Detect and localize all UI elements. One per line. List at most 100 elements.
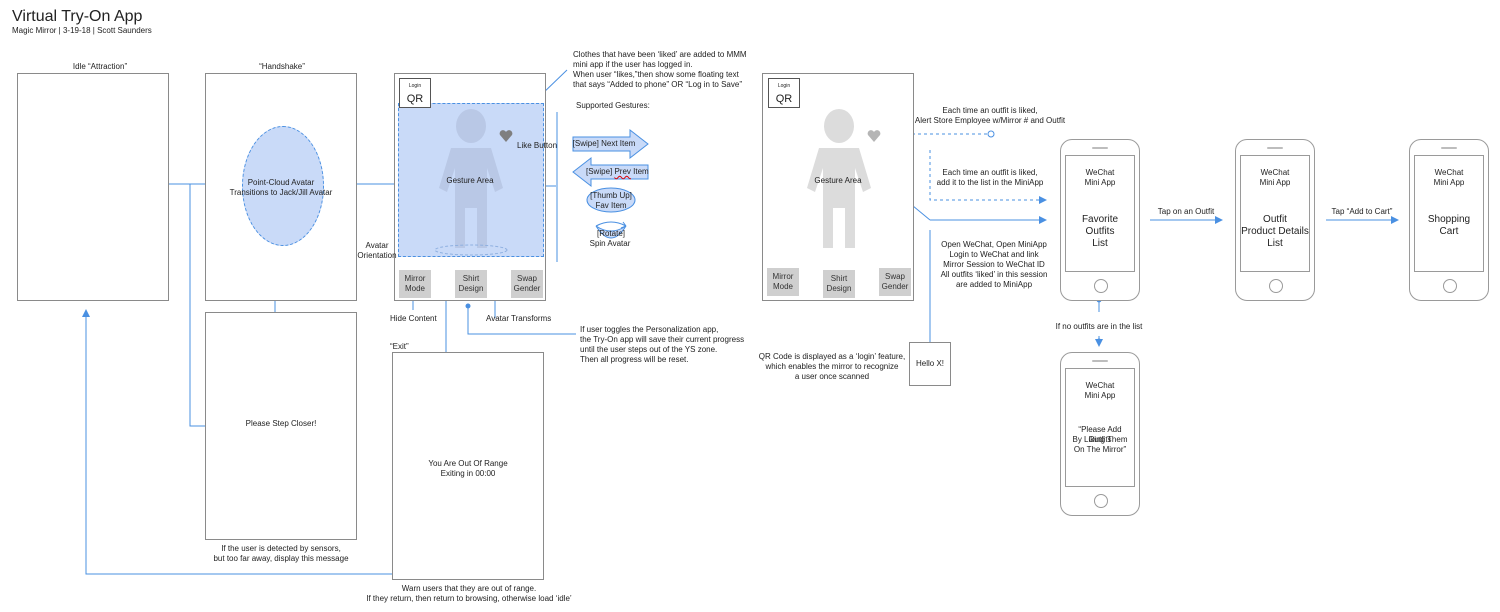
shopping-cart-title-2: Cart: [1439, 226, 1459, 237]
avatar-silhouette: [434, 109, 508, 256]
if-no-outfits-label: If no outfits are in the list: [1055, 322, 1143, 331]
home-button[interactable]: [1094, 279, 1108, 293]
favorite-outfits-title-3: List: [1092, 238, 1108, 249]
phone-favorite-outfits: WeChat Mini App Favorite Outfits List: [1060, 139, 1140, 301]
avatar-text-1: Point-Cloud Avatar: [247, 178, 315, 187]
point-cloud-avatar: [242, 126, 324, 246]
shopping-cart-title-1: Shopping: [1427, 214, 1471, 225]
speaker: [1267, 147, 1283, 149]
mini-app-label: Mini App: [1084, 178, 1116, 187]
btn-mirror-l1: Mirror: [404, 274, 426, 283]
home-button[interactable]: [1269, 279, 1283, 293]
gesture-rotate-1: [Rotate]: [596, 229, 625, 238]
like-button-label: Like Button: [517, 141, 558, 150]
phone-empty-list: WeChat Mini App “Please Add Outfits By L…: [1060, 352, 1140, 516]
qr-label-2: QR: [775, 93, 793, 105]
qr-code-note-3: a user once scanned: [794, 372, 870, 381]
alert-note-2: Alert Store Employee w/Mirror # and Outf…: [914, 116, 1066, 125]
open-wechat-note-5: are added to MiniApp: [955, 280, 1033, 289]
exiting-countdown: Exiting in 00:00: [440, 469, 496, 478]
avatar-orientation-1: Avatar: [365, 241, 389, 250]
page-title: Virtual Try-On App: [12, 8, 143, 25]
exit-screen: You Are Out Of Range Exiting in 00:00: [392, 352, 544, 580]
qr-code-note-1: QR Code is displayed as a ‘login’ featur…: [758, 352, 906, 361]
speaker: [1441, 147, 1457, 149]
handshake-screen: Point-Cloud Avatar Transitions to Jack/J…: [205, 73, 357, 301]
gesture-area-label-2: Gesture Area: [814, 176, 862, 185]
favorite-outfits-title-1: Favorite: [1081, 214, 1119, 225]
phone-screen[interactable]: WeChat Mini App Shopping Cart: [1414, 155, 1484, 272]
avatar-transforms-label: Avatar Transforms: [486, 314, 552, 323]
handshake-screen-label: “Handshake”: [259, 62, 305, 71]
wechat-label: WeChat: [1434, 168, 1464, 177]
empty-message-1: “Please Add Outfits: [1078, 425, 1122, 444]
personalization-note-2: the Try-On app will save their current p…: [580, 335, 745, 344]
liked-note-2: mini app if the user has logged in.: [573, 60, 693, 69]
exit-note-2: If they return, then return to browsing,…: [366, 594, 572, 603]
btn2-swap-l2: Gender: [881, 282, 909, 291]
liked-note-3: When user “likes,”then show some floatin…: [573, 70, 739, 79]
favorite-outfits-title-2: Outfits: [1085, 226, 1115, 237]
mini-app-label: Mini App: [1084, 391, 1116, 400]
qr-login[interactable]: Login QR: [399, 78, 431, 108]
open-wechat-note-3: Mirror Session to WeChat ID: [943, 260, 1045, 269]
btn-mirror-l2: Mode: [404, 284, 425, 293]
home-button[interactable]: [1443, 279, 1457, 293]
btn-shirt-l2: Design: [458, 284, 484, 293]
personalization-note-4: Then all progress will be reset.: [580, 355, 689, 364]
empty-message-3: On The Mirror”: [1073, 445, 1127, 454]
btn2-swap-l1: Swap: [884, 272, 905, 281]
btn-shirt-l1: Shirt: [462, 274, 480, 283]
qr-login-2[interactable]: Login QR: [768, 78, 800, 108]
liked-note-4: that says “Added to phone” OR “Log in to…: [573, 80, 742, 89]
phone-screen[interactable]: WeChat Mini App Favorite Outfits List: [1065, 155, 1135, 272]
step-closer-text: Please Step Closer!: [245, 419, 317, 428]
gesture-swipe-next: [Swipe] Next Item: [572, 139, 636, 148]
avatar-text-2: Transitions to Jack/Jill Avatar: [229, 188, 333, 197]
gesture-swipe-prev: [Swipe] Prev Item: [586, 167, 649, 177]
page-subtitle: Magic Mirror | 3-19-18 | Scott Saunders: [12, 26, 152, 35]
heart-icon[interactable]: [499, 129, 513, 143]
hide-content-label: Hide Content: [390, 314, 437, 323]
add-list-note-1: Each time an outfit is liked,: [942, 168, 1038, 177]
wechat-label: WeChat: [1085, 168, 1115, 177]
step-closer-note-2: but too far away, display this message: [213, 554, 349, 563]
phone-screen[interactable]: WeChat Mini App “Please Add Outfits By L…: [1065, 368, 1135, 487]
gesture-thumb-1: [Thumb Up]: [590, 191, 632, 200]
step-closer-screen: Please Step Closer!: [205, 312, 357, 540]
idle-screen-label: Idle “Attraction”: [72, 62, 128, 71]
qr-code-note-2: which enables the mirror to recognize: [765, 362, 899, 371]
gesture-swipe-prev-b: Prev: [614, 167, 631, 176]
gesture-area-label: Gesture Area: [446, 176, 494, 185]
supported-gestures-label: Supported Gestures:: [576, 101, 650, 110]
btn2-mirror-l1: Mirror: [772, 272, 794, 281]
phone-shopping-cart: WeChat Mini App Shopping Cart: [1409, 139, 1489, 301]
out-of-range-text: You Are Out Of Range: [428, 459, 508, 468]
idle-screen: [17, 73, 169, 301]
gesture-swipe-prev-a: [Swipe]: [586, 167, 615, 176]
product-details-title-3: List: [1267, 238, 1283, 249]
product-details-title-2: Product Details: [1241, 226, 1309, 237]
phone-product-details: WeChat Mini App Outfit Product Details L…: [1235, 139, 1315, 301]
wechat-label: WeChat: [1260, 168, 1290, 177]
open-wechat-note-2: Login to WeChat and link: [949, 250, 1039, 259]
mini-app-label: Mini App: [1433, 178, 1465, 187]
phone-screen[interactable]: WeChat Mini App Outfit Product Details L…: [1240, 155, 1310, 272]
speaker: [1092, 147, 1108, 149]
heart-icon-2[interactable]: [867, 129, 881, 143]
home-button[interactable]: [1094, 494, 1108, 508]
wechat-label: WeChat: [1085, 381, 1115, 390]
personalization-note-3: until the user steps out of the YS zone.: [580, 345, 718, 354]
gesture-swipe-prev-c: Item: [630, 167, 649, 176]
alert-note-1: Each time an outfit is liked,: [942, 106, 1038, 115]
liked-note-1: Clothes that have been ‘liked’ are added…: [573, 50, 747, 59]
